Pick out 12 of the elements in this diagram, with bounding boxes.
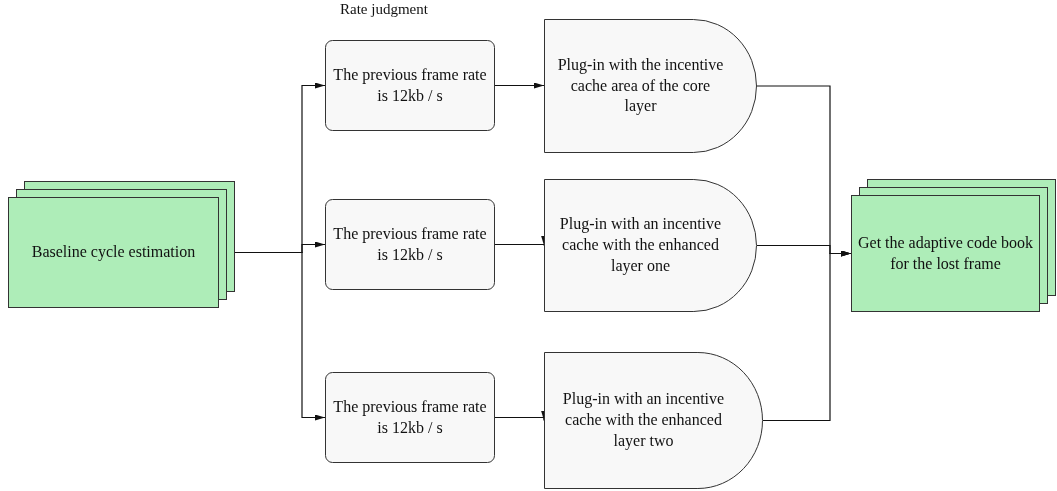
node-label: Get the adaptive code book for the lost frame: [856, 232, 1034, 274]
column-heading: Rate judgment: [340, 1, 428, 18]
node-label: The previous frame rate is 12kb / s: [332, 396, 488, 438]
arrow: [762, 250, 852, 422]
node-label: The previous frame rate is 12kb / s: [332, 223, 488, 265]
node-label: Plug-in with an incentive cache with the enhanced layer two: [561, 389, 726, 452]
node-label: Plug-in with the incentive cache area of the core layer: [556, 54, 725, 117]
node-label: Plug-in with an incentive cache with the enhanced layer one: [558, 214, 723, 277]
arrow: [494, 82, 545, 89]
arrow: [234, 251, 326, 421]
node-label: Baseline cycle estimation: [31, 242, 196, 263]
node-label: The previous frame rate is 12kb / s: [332, 64, 488, 106]
